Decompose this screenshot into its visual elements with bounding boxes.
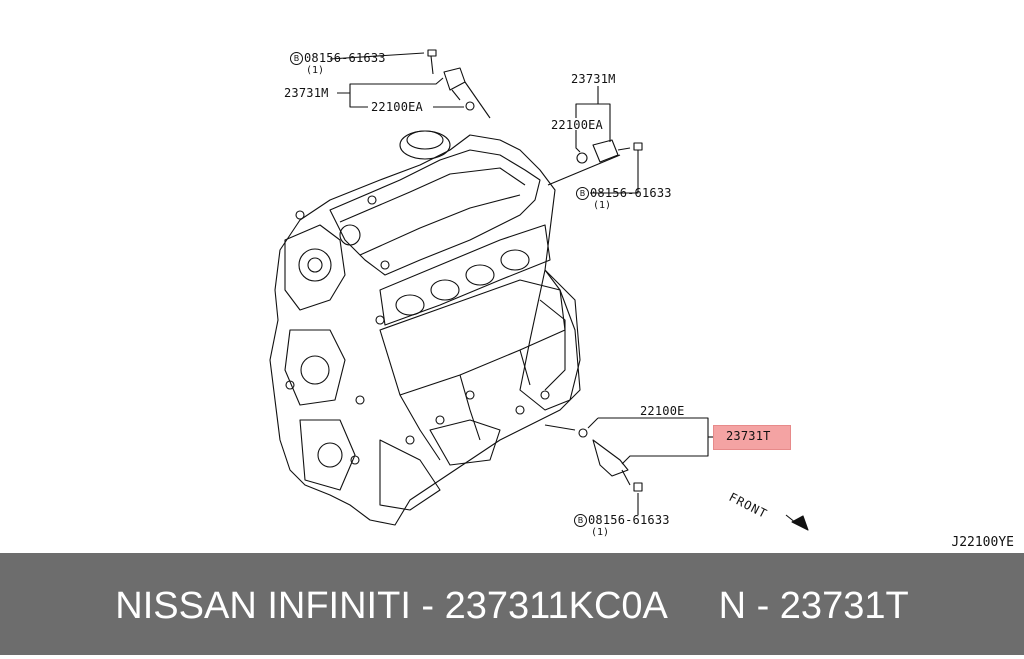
parts-diagram: B 08156-61633 (1) 23731M 22100EA 23731M …: [269, 49, 1014, 550]
label-bolt-right-qty: (1): [593, 200, 612, 211]
label-sensor-bottom-highlighted[interactable]: 23731T: [726, 429, 771, 443]
label-seal-top-right: 22100EA: [551, 118, 603, 132]
label-seal-bottom: 22100E: [640, 404, 685, 418]
label-bolt-bottom-qty: (1): [591, 527, 610, 538]
label-bolt-top: 08156-61633: [304, 51, 386, 65]
highlight-box: [713, 425, 791, 450]
diagram-reference-code: J22100YE: [951, 535, 1014, 550]
b-mark-icon: B: [576, 187, 589, 200]
label-sensor-top-left: 23731M: [284, 86, 329, 100]
label-bolt-right: 08156-61633: [590, 186, 672, 200]
label-sensor-top-right: 23731M: [571, 72, 616, 86]
engine-illustration: [269, 49, 809, 531]
label-bolt-top-qty: (1): [306, 65, 325, 76]
b-mark-icon: B: [574, 514, 587, 527]
footer-part-number: NISSAN INFINITI - 237311KC0A N - 23731T: [115, 585, 909, 627]
label-bolt-bottom: 08156-61633: [588, 513, 670, 527]
b-mark-icon: B: [290, 52, 303, 65]
footer-bar: NISSAN INFINITI - 237311KC0A N - 23731T: [0, 553, 1024, 655]
label-seal-top-left: 22100EA: [371, 100, 423, 114]
